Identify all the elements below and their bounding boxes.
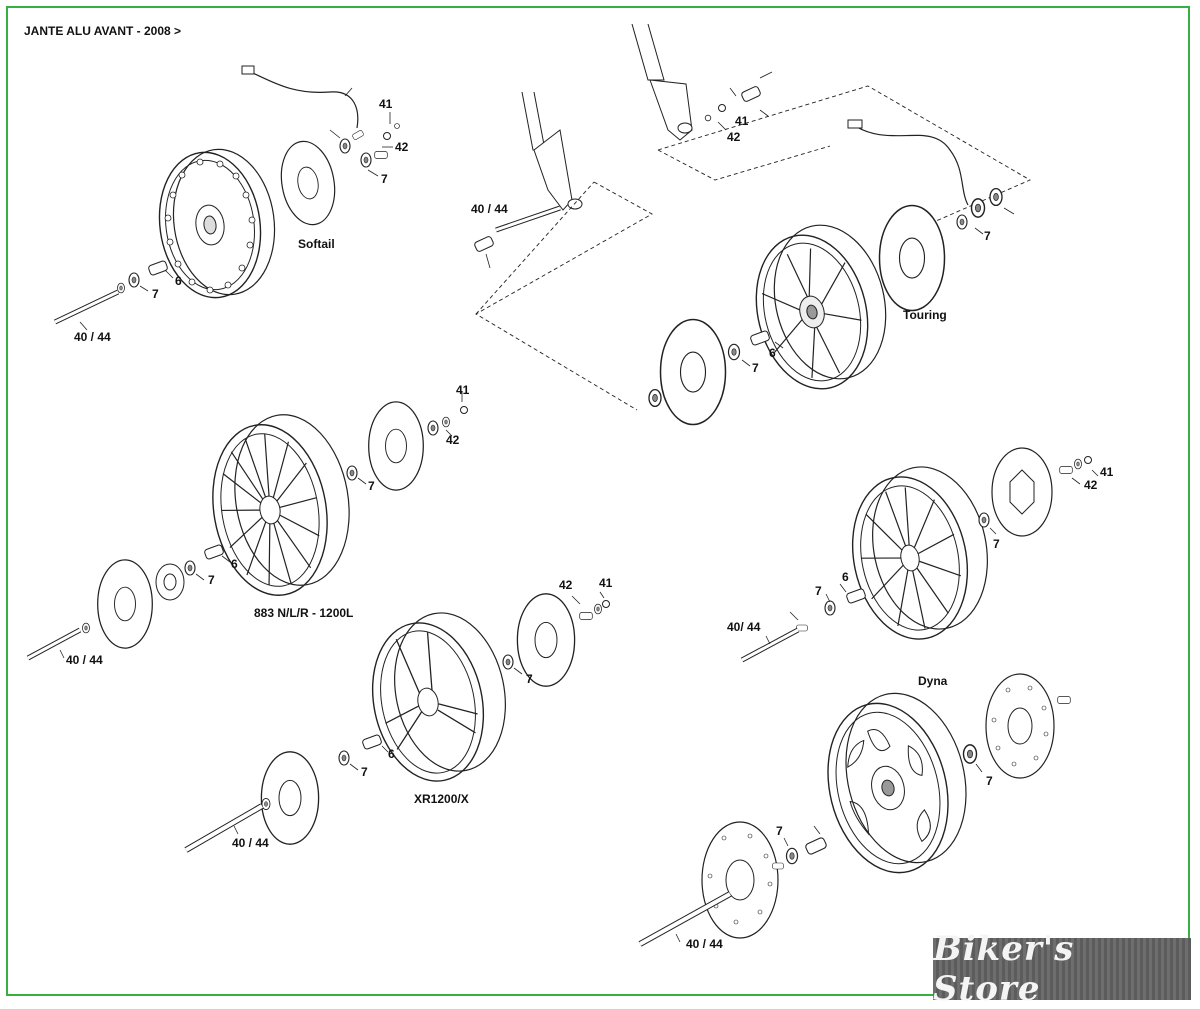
part-7: 7 bbox=[986, 774, 993, 788]
part-41: 41 bbox=[379, 97, 393, 111]
dyna-solid-wheel-assembly bbox=[638, 673, 1071, 947]
part-7: 7 bbox=[752, 361, 759, 375]
part-42: 42 bbox=[395, 140, 409, 154]
part-axle: 40/ 44 bbox=[727, 620, 761, 634]
dashed-outlines bbox=[475, 85, 1031, 411]
diagram-title: JANTE ALU AVANT - 2008 > bbox=[24, 24, 181, 38]
part-axle: 40 / 44 bbox=[232, 836, 269, 850]
group-label-softail: Softail bbox=[298, 237, 335, 251]
sportster-883-assembly bbox=[26, 392, 468, 661]
group-label-xr1200: XR1200/X bbox=[414, 792, 469, 806]
part-7: 7 bbox=[208, 573, 215, 587]
touring-assembly bbox=[473, 71, 1015, 426]
part-axle: 40 / 44 bbox=[74, 330, 111, 344]
part-axle: 40 / 44 bbox=[686, 937, 723, 951]
part-6: 6 bbox=[842, 570, 849, 584]
diagram-frame bbox=[6, 6, 1190, 996]
brand-watermark: Biker's Store bbox=[933, 929, 1191, 1009]
fork-legs bbox=[521, 23, 693, 211]
part-6: 6 bbox=[388, 747, 395, 761]
part-7: 7 bbox=[368, 479, 375, 493]
xr1200-assembly bbox=[184, 591, 610, 853]
part-41: 41 bbox=[456, 383, 470, 397]
part-7: 7 bbox=[984, 229, 991, 243]
group-label-dyna: Dyna bbox=[918, 674, 948, 688]
part-6: 6 bbox=[769, 346, 776, 360]
part-41: 41 bbox=[599, 576, 613, 590]
part-axle: 40 / 44 bbox=[66, 653, 103, 667]
part-42: 42 bbox=[559, 578, 573, 592]
dyna-assembly bbox=[740, 447, 1099, 663]
part-42: 42 bbox=[727, 130, 741, 144]
part-7: 7 bbox=[526, 672, 533, 686]
group-label-sportster: 883 N/L/R - 1200L bbox=[254, 606, 353, 620]
part-42: 42 bbox=[446, 433, 460, 447]
part-7: 7 bbox=[361, 765, 368, 779]
part-41: 41 bbox=[1100, 465, 1114, 479]
part-6: 6 bbox=[175, 274, 182, 288]
part-7: 7 bbox=[815, 584, 822, 598]
part-7: 7 bbox=[381, 172, 388, 186]
part-41: 41 bbox=[735, 114, 749, 128]
group-label-touring: Touring bbox=[903, 308, 947, 322]
part-6: 6 bbox=[231, 557, 238, 571]
part-7: 7 bbox=[776, 824, 783, 838]
part-7: 7 bbox=[993, 537, 1000, 551]
part-42: 42 bbox=[1084, 478, 1098, 492]
brand-watermark-text: Biker's Store bbox=[933, 929, 1075, 1009]
softail-assembly bbox=[53, 65, 400, 331]
part-7: 7 bbox=[152, 287, 159, 301]
part-axle: 40 / 44 bbox=[471, 202, 508, 216]
